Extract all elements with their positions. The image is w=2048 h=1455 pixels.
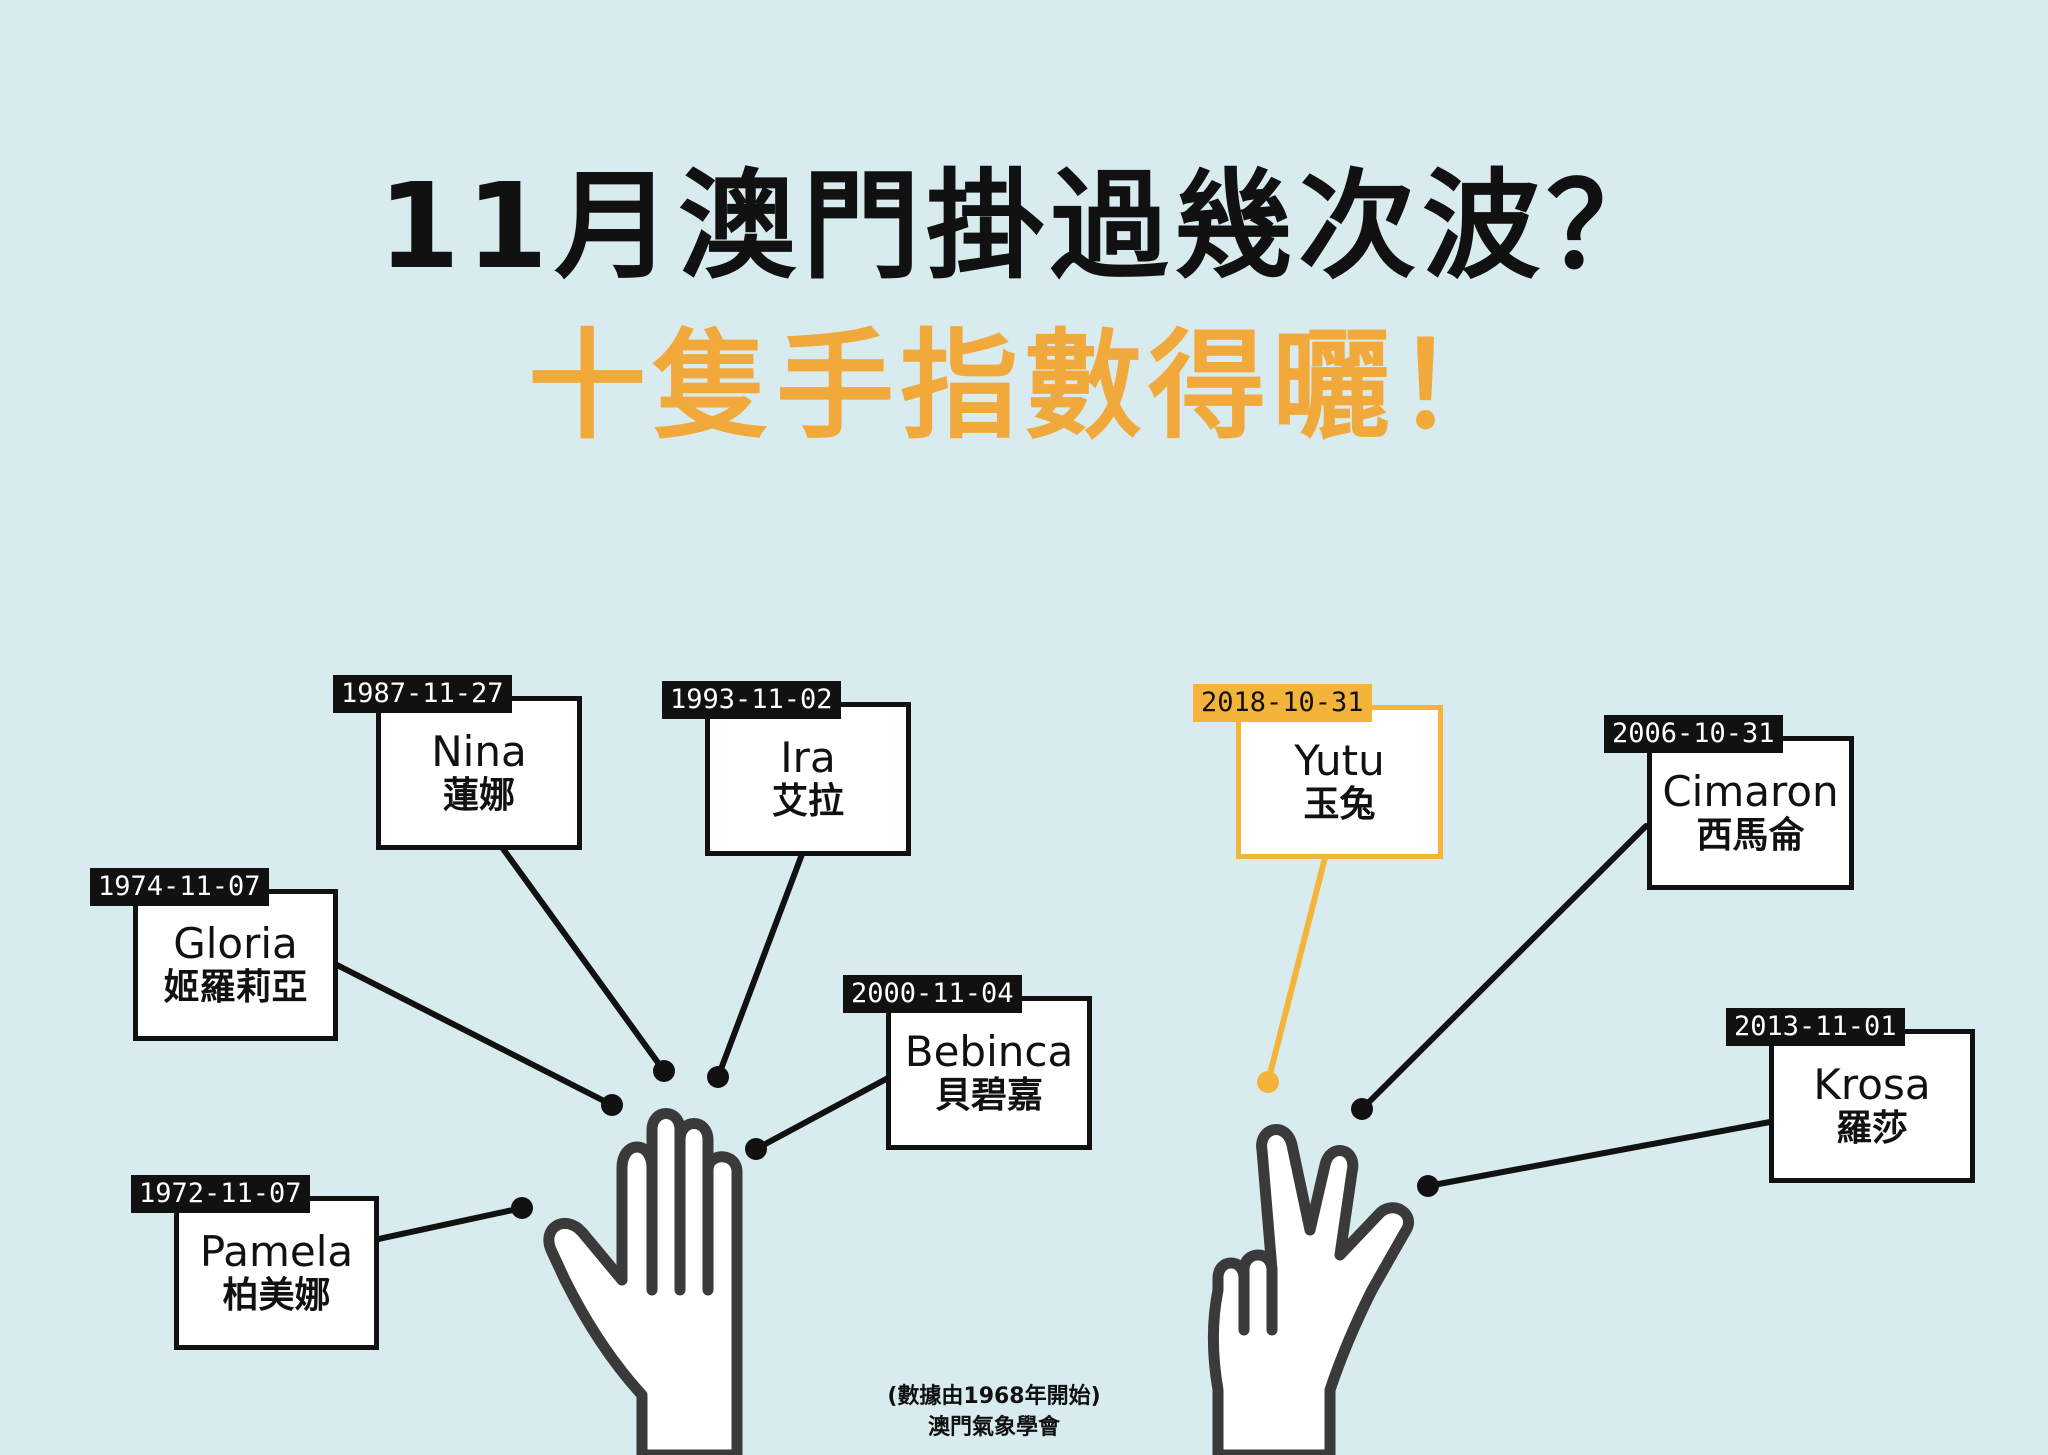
name-box: Bebinca 貝碧嘉 xyxy=(886,996,1092,1150)
date-badge: 2006-10-31 xyxy=(1604,715,1783,753)
date-badge: 1974-11-07 xyxy=(90,868,269,906)
name-box: Krosa 羅莎 xyxy=(1769,1029,1975,1183)
dot-gloria xyxy=(601,1094,623,1116)
dot-yutu xyxy=(1257,1071,1279,1093)
title-line-1: 11月澳門掛過幾次波？ xyxy=(377,157,1671,295)
name-zh: 柏美娜 xyxy=(222,1275,331,1316)
name-en: Bebinca xyxy=(904,1027,1074,1076)
left-hand-icon xyxy=(543,1108,743,1455)
date-badge: 1993-11-02 xyxy=(662,681,841,719)
name-box: Nina 蓮娜 xyxy=(376,696,582,850)
connector-krosa xyxy=(1425,1119,1773,1189)
name-en: Ira xyxy=(780,733,836,782)
connector-gloria xyxy=(334,962,615,1108)
connector-pamela xyxy=(371,1205,525,1243)
name-zh: 貝碧嘉 xyxy=(934,1075,1043,1116)
connector-yutu xyxy=(1265,835,1333,1085)
name-en: Nina xyxy=(431,727,527,776)
name-box: Gloria 姬羅莉亞 xyxy=(133,889,338,1041)
connector-ira xyxy=(715,830,813,1080)
name-zh: 姬羅莉亞 xyxy=(163,967,308,1008)
dot-cimaron xyxy=(1351,1098,1373,1120)
name-en: Gloria xyxy=(173,919,298,968)
name-en: Yutu xyxy=(1294,736,1385,785)
date-badge: 1987-11-27 xyxy=(333,675,512,713)
name-zh: 蓮娜 xyxy=(442,775,515,816)
name-zh: 艾拉 xyxy=(771,781,844,822)
name-zh: 西馬侖 xyxy=(1696,815,1805,856)
name-zh: 玉兔 xyxy=(1303,784,1376,825)
footer-source: 澳門氣象學會 xyxy=(927,1415,1060,1440)
connector-cimaron xyxy=(1359,823,1649,1112)
name-box: Ira 艾拉 xyxy=(705,702,911,856)
date-badge: 2018-10-31 xyxy=(1193,684,1372,722)
footer-note: (數據由1968年開始) xyxy=(887,1384,1101,1409)
dot-pamela xyxy=(511,1197,533,1219)
dot-nina xyxy=(653,1060,675,1082)
dot-bebinca xyxy=(745,1138,767,1160)
name-box: Pamela 柏美娜 xyxy=(174,1196,379,1350)
name-box: Cimaron 西馬侖 xyxy=(1647,736,1854,890)
connector-nina xyxy=(485,825,667,1074)
right-hand-icon xyxy=(1208,1124,1414,1455)
name-en: Pamela xyxy=(199,1227,354,1276)
name-en: Krosa xyxy=(1813,1060,1931,1109)
date-badge: 2013-11-01 xyxy=(1726,1008,1905,1046)
name-en: Cimaron xyxy=(1662,767,1839,816)
name-box: Yutu 玉兔 xyxy=(1236,705,1443,859)
dot-ira xyxy=(707,1066,729,1088)
title-line-2: 十隻手指數得曬！ xyxy=(527,317,1520,455)
connector-bebinca xyxy=(753,1075,891,1152)
date-badge: 1972-11-07 xyxy=(131,1175,310,1213)
date-badge: 2000-11-04 xyxy=(843,975,1022,1013)
name-zh: 羅莎 xyxy=(1835,1108,1908,1149)
dot-krosa xyxy=(1417,1175,1439,1197)
